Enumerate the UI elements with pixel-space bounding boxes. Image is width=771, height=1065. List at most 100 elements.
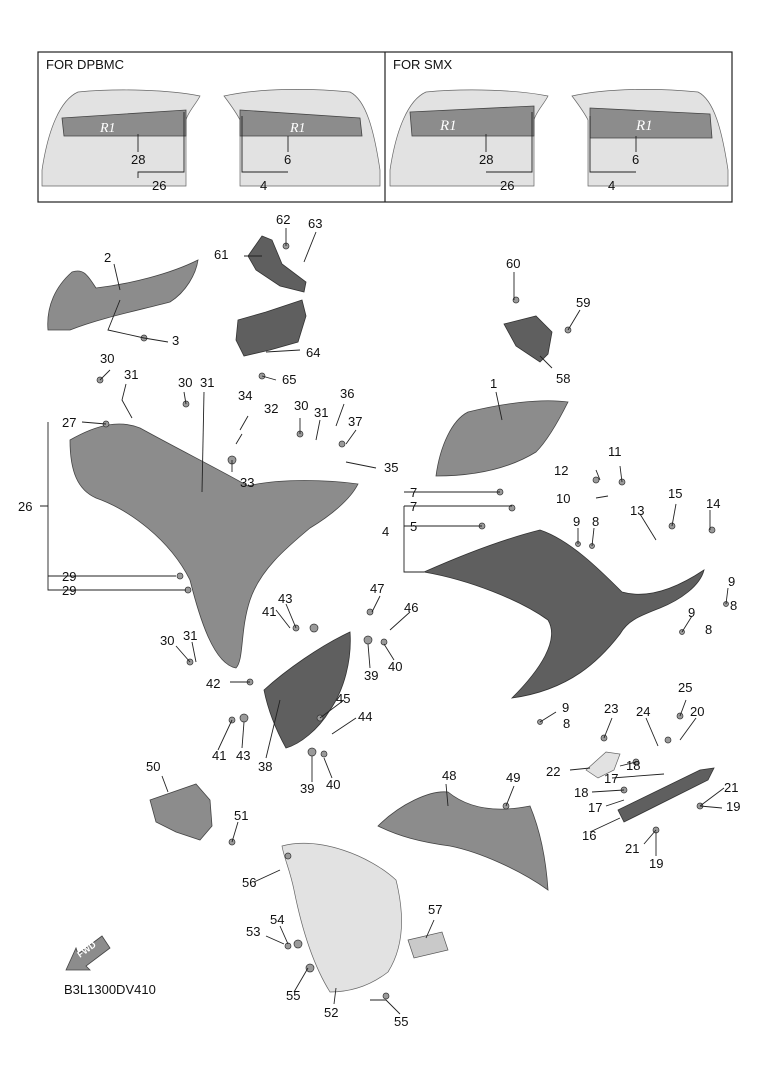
callout-38: 38 xyxy=(258,759,272,774)
callout-33: 33 xyxy=(240,475,254,490)
inset-leader xyxy=(485,112,533,173)
callout-49: 49 xyxy=(506,770,520,785)
callout-22: 22 xyxy=(546,764,560,779)
fwd-arrow-icon xyxy=(65,935,111,971)
part-57-plate xyxy=(407,931,449,959)
callout-39a: 39 xyxy=(364,668,378,683)
inset-logo-graphic: R1 xyxy=(439,118,457,134)
inset-callout: 6 xyxy=(632,152,639,167)
callout-3: 3 xyxy=(172,333,179,348)
callout-36: 36 xyxy=(340,386,354,401)
inset-callout: 28 xyxy=(131,152,145,167)
callout-4: 4 xyxy=(382,524,389,539)
inset-smx-left-graphic xyxy=(409,105,535,137)
part-58-bracket xyxy=(503,315,553,363)
part-2-panel xyxy=(47,259,199,331)
leader-lines xyxy=(40,228,729,1015)
callout-30a: 30 xyxy=(100,351,114,366)
inset-logo-graphic: R1 xyxy=(99,121,116,136)
callout-40a: 40 xyxy=(388,659,402,674)
callout-30d: 30 xyxy=(160,633,174,648)
callout-2: 2 xyxy=(104,250,111,265)
fastener xyxy=(363,635,373,645)
inset-leader xyxy=(137,112,185,178)
callout-31b: 31 xyxy=(200,375,214,390)
callout-21b: 21 xyxy=(625,841,639,856)
callout-12: 12 xyxy=(554,463,568,478)
callout-31a: 31 xyxy=(124,367,138,382)
callout-55a: 55 xyxy=(286,988,300,1003)
callout-62: 62 xyxy=(276,212,290,227)
callout-numbers: 1 2 3 4 5 7 7 8 8 8 8 9 9 9 9 10 11 12 1… xyxy=(18,212,740,1029)
callout-13: 13 xyxy=(630,503,644,518)
fastener xyxy=(284,852,292,860)
callout-32: 32 xyxy=(264,401,278,416)
inset-callout: 6 xyxy=(284,152,291,167)
callout-41a: 41 xyxy=(262,604,276,619)
callout-47: 47 xyxy=(370,581,384,596)
fastener xyxy=(320,750,328,758)
part-61-bracket xyxy=(247,235,307,293)
callout-21a: 21 xyxy=(724,780,738,795)
callout-59: 59 xyxy=(576,295,590,310)
fastener xyxy=(508,504,516,512)
callout-8a: 8 xyxy=(592,514,599,529)
part-1-upper-cowl xyxy=(435,400,569,477)
callout-30b: 30 xyxy=(178,375,192,390)
callout-30c: 30 xyxy=(294,398,308,413)
inset-callout: 4 xyxy=(260,178,267,193)
callout-31c: 31 xyxy=(314,405,328,420)
callout-41b: 41 xyxy=(212,748,226,763)
callout-45: 45 xyxy=(336,691,350,706)
part-50-bracket xyxy=(149,783,213,841)
part-38-lower-cowl xyxy=(263,631,351,749)
inset-dpbmc-right-graphic xyxy=(239,109,363,137)
callout-51: 51 xyxy=(234,808,248,823)
fastener xyxy=(592,476,600,484)
callout-44: 44 xyxy=(358,709,372,724)
callout-43b: 43 xyxy=(236,748,250,763)
callout-9c: 9 xyxy=(688,605,695,620)
callout-35: 35 xyxy=(384,460,398,475)
callout-9b: 9 xyxy=(728,574,735,589)
callout-61: 61 xyxy=(214,247,228,262)
callout-58: 58 xyxy=(556,371,570,386)
callout-15: 15 xyxy=(668,486,682,501)
callout-25: 25 xyxy=(678,680,692,695)
callout-24: 24 xyxy=(636,704,650,719)
fastener xyxy=(305,963,315,973)
part-52-bottom-cowl xyxy=(281,843,402,993)
callout-11: 11 xyxy=(608,444,622,459)
fastener xyxy=(239,713,249,723)
callout-23: 23 xyxy=(604,701,618,716)
callout-14: 14 xyxy=(706,496,720,511)
callout-34: 34 xyxy=(238,388,252,403)
fastener xyxy=(307,747,317,757)
inset-leader xyxy=(589,116,637,173)
callout-19a: 19 xyxy=(726,799,740,814)
callout-19b: 19 xyxy=(649,856,663,871)
callout-8b: 8 xyxy=(730,598,737,613)
callout-8c: 8 xyxy=(705,622,712,637)
callout-56: 56 xyxy=(242,875,256,890)
fastener xyxy=(664,736,672,744)
part-16-rail xyxy=(617,767,715,823)
fastener xyxy=(382,992,390,1000)
callout-26: 26 xyxy=(18,499,32,514)
fastener xyxy=(708,526,716,534)
callout-50: 50 xyxy=(146,759,160,774)
callout-7b: 7 xyxy=(410,499,417,514)
callout-54: 54 xyxy=(270,912,284,927)
inset-dpbmc-left-graphic xyxy=(61,109,187,137)
callout-18b: 18 xyxy=(574,785,588,800)
inset-logo-graphic: R1 xyxy=(635,118,653,134)
callout-65: 65 xyxy=(282,372,296,387)
callout-9a: 9 xyxy=(573,514,580,529)
fastener xyxy=(338,440,346,448)
fastener xyxy=(512,296,520,304)
callout-9d: 9 xyxy=(562,700,569,715)
hardware xyxy=(96,242,729,1000)
callout-29b: 29 xyxy=(62,583,76,598)
callout-46: 46 xyxy=(404,600,418,615)
